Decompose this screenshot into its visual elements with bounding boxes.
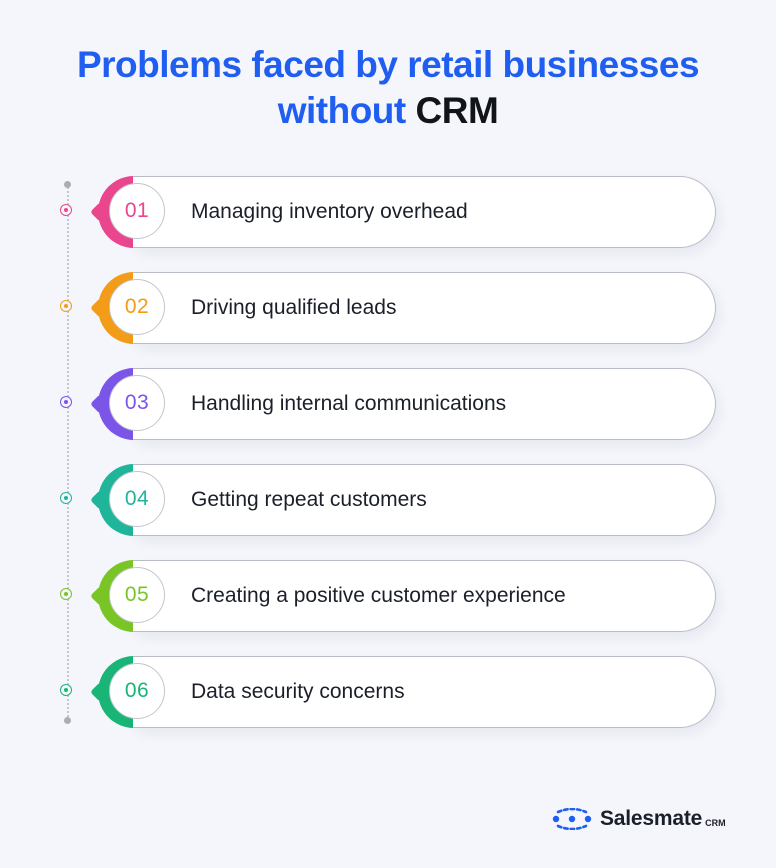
item-card bbox=[133, 272, 716, 344]
item-label: Data security concerns bbox=[191, 680, 405, 703]
list-item: 02 Driving qualified leads bbox=[0, 272, 776, 344]
item-number: 01 bbox=[109, 183, 165, 239]
list-item: 06 Data security concerns bbox=[0, 656, 776, 728]
list-item: 04 Getting repeat customers bbox=[0, 464, 776, 536]
list-item: 01 Managing inventory overhead bbox=[0, 176, 776, 248]
timeline-marker-icon bbox=[60, 396, 72, 408]
item-label: Handling internal communications bbox=[191, 392, 507, 415]
title-accent: without bbox=[277, 90, 416, 131]
page-title: Problems faced by retail businesses with… bbox=[0, 42, 776, 134]
item-number: 04 bbox=[109, 471, 165, 527]
item-number: 05 bbox=[109, 567, 165, 623]
salesmate-logo-icon bbox=[552, 808, 592, 830]
item-label: Creating a positive customer experience bbox=[191, 584, 566, 607]
item-card bbox=[133, 656, 716, 728]
timeline-end-dot bbox=[64, 717, 71, 724]
timeline-marker-icon bbox=[60, 588, 72, 600]
timeline-marker-icon bbox=[60, 684, 72, 696]
item-number: 03 bbox=[109, 375, 165, 431]
list-item: 03 Handling internal communications bbox=[0, 368, 776, 440]
item-card bbox=[133, 560, 716, 632]
timeline-start-dot bbox=[64, 181, 71, 188]
item-card bbox=[133, 368, 716, 440]
brand-suffix: CRM bbox=[705, 818, 726, 828]
timeline-marker-icon bbox=[60, 492, 72, 504]
item-card bbox=[133, 176, 716, 248]
item-card bbox=[133, 464, 716, 536]
item-number: 06 bbox=[109, 663, 165, 719]
timeline-line bbox=[67, 184, 69, 721]
title-dark: CRM bbox=[415, 90, 499, 131]
brand-logo: Salesmate CRM bbox=[552, 806, 726, 832]
brand-name: Salesmate bbox=[600, 807, 703, 830]
list-item: 05 Creating a positive customer experien… bbox=[0, 560, 776, 632]
timeline-marker-icon bbox=[60, 204, 72, 216]
timeline-marker-icon bbox=[60, 300, 72, 312]
item-number: 02 bbox=[109, 279, 165, 335]
item-label: Managing inventory overhead bbox=[191, 200, 468, 223]
item-label: Driving qualified leads bbox=[191, 296, 397, 319]
item-label: Getting repeat customers bbox=[191, 488, 427, 511]
title-line-1: Problems faced by retail businesses bbox=[76, 44, 700, 85]
title-line-2: without CRM bbox=[0, 88, 776, 134]
